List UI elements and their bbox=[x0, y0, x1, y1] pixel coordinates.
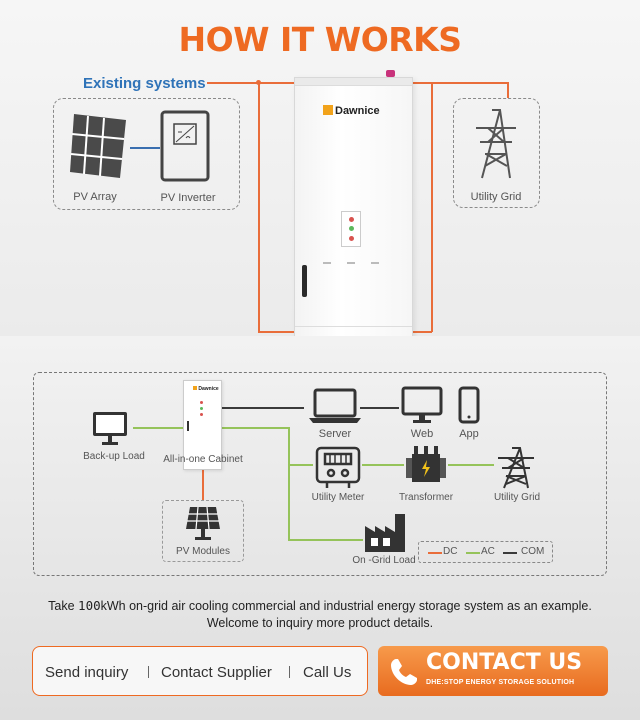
transformer-label: Transformer bbox=[398, 492, 454, 503]
transmission-tower-icon bbox=[470, 108, 522, 185]
ac-line bbox=[222, 427, 288, 429]
ac-line bbox=[413, 331, 432, 333]
separator bbox=[148, 666, 149, 678]
contact-us-button[interactable]: CONTACT US DHE:STOP ENERGY STORAGE SOLUT… bbox=[378, 646, 608, 696]
dc-line bbox=[258, 82, 260, 332]
monitor-icon bbox=[401, 386, 443, 431]
legend-box bbox=[418, 541, 553, 563]
backup-load-label: Back-up Load bbox=[83, 451, 145, 462]
send-inquiry-button[interactable]: Send inquiry bbox=[45, 664, 129, 681]
pv-array-label: PV Array bbox=[73, 191, 117, 203]
factory-icon bbox=[363, 512, 407, 559]
existing-systems-box bbox=[53, 98, 240, 210]
pv-inverter-label: PV Inverter bbox=[160, 192, 216, 204]
solar-panel-icon bbox=[184, 505, 222, 546]
legend-dc-label: DC bbox=[443, 546, 458, 557]
cabinet-beacon bbox=[386, 70, 395, 77]
utility-meter-label: Utility Meter bbox=[311, 492, 365, 503]
legend-ac-swatch bbox=[466, 552, 480, 554]
pv-modules-box bbox=[162, 500, 244, 562]
action-bar: Send inquiry Contact Supplier Call Us bbox=[32, 646, 368, 696]
ac-line bbox=[448, 464, 494, 466]
ac-line bbox=[288, 539, 363, 541]
utility-grid-label: Utility Grid bbox=[470, 191, 522, 203]
ac-line bbox=[288, 427, 290, 539]
contact-us-label: CONTACT US bbox=[426, 650, 583, 675]
com-line bbox=[360, 407, 399, 409]
com-line bbox=[222, 407, 304, 409]
on-grid-load-label: On -Grid Load bbox=[352, 555, 416, 566]
system-diagram-box bbox=[33, 372, 607, 576]
backup-load-icon bbox=[92, 411, 128, 452]
com-line bbox=[130, 147, 160, 149]
separator bbox=[289, 666, 290, 678]
contact-tagline: DHE:STOP ENERGY STORAGE SOLUTIOH bbox=[426, 679, 575, 686]
capacity-value: 100 bbox=[78, 598, 101, 613]
pv-inverter-icon bbox=[160, 110, 210, 187]
utility-grid-box bbox=[453, 98, 540, 208]
ac-line-grid bbox=[507, 82, 509, 98]
power-tower-icon bbox=[494, 446, 538, 495]
cabinet-icon: Dawnice bbox=[183, 380, 222, 470]
dc-line bbox=[258, 331, 294, 333]
utility-grid-bottom-label: Utility Grid bbox=[493, 492, 541, 503]
laptop-icon bbox=[309, 388, 361, 429]
legend-ac-label: AC bbox=[481, 546, 495, 557]
page-title: HOW IT WORKS bbox=[178, 20, 462, 59]
server-label: Server bbox=[318, 428, 352, 440]
transformer-icon bbox=[404, 444, 448, 491]
example-note: Take 100kWh on-grid air cooling commerci… bbox=[0, 597, 640, 632]
example-note-line1: Take 100kWh on-grid air cooling commerci… bbox=[48, 598, 592, 613]
dc-line bbox=[207, 82, 294, 84]
legend-dc-swatch bbox=[428, 552, 442, 554]
smartphone-icon bbox=[458, 386, 480, 429]
app-label: App bbox=[459, 428, 479, 440]
web-label: Web bbox=[410, 428, 434, 440]
cabinet-handle bbox=[302, 265, 307, 297]
ac-line bbox=[288, 464, 313, 466]
dawnice-cabinet: Dawnice bbox=[294, 77, 413, 343]
cabinet-label: All-in-one Cabinet bbox=[163, 454, 243, 465]
example-note-line2: Welcome to inquiry more product details. bbox=[206, 616, 434, 630]
legend-com-label: COM bbox=[521, 546, 545, 557]
utility-meter-icon bbox=[313, 446, 363, 495]
dawnice-logo: Dawnice bbox=[323, 105, 380, 117]
ac-line bbox=[431, 82, 433, 332]
call-us-button[interactable]: Call Us bbox=[303, 664, 352, 681]
legend-com-swatch bbox=[503, 552, 517, 554]
existing-systems-title: Existing systems bbox=[83, 75, 206, 92]
phone-icon bbox=[388, 656, 420, 693]
ac-line bbox=[133, 427, 183, 429]
ac-line-grid bbox=[413, 82, 508, 84]
dc-line bbox=[202, 469, 204, 501]
pv-modules-label: PV Modules bbox=[176, 546, 230, 557]
cabinet-indicator-panel bbox=[341, 211, 361, 247]
pv-array-icon bbox=[68, 110, 130, 187]
ac-line bbox=[362, 464, 404, 466]
contact-supplier-button[interactable]: Contact Supplier bbox=[161, 664, 272, 681]
